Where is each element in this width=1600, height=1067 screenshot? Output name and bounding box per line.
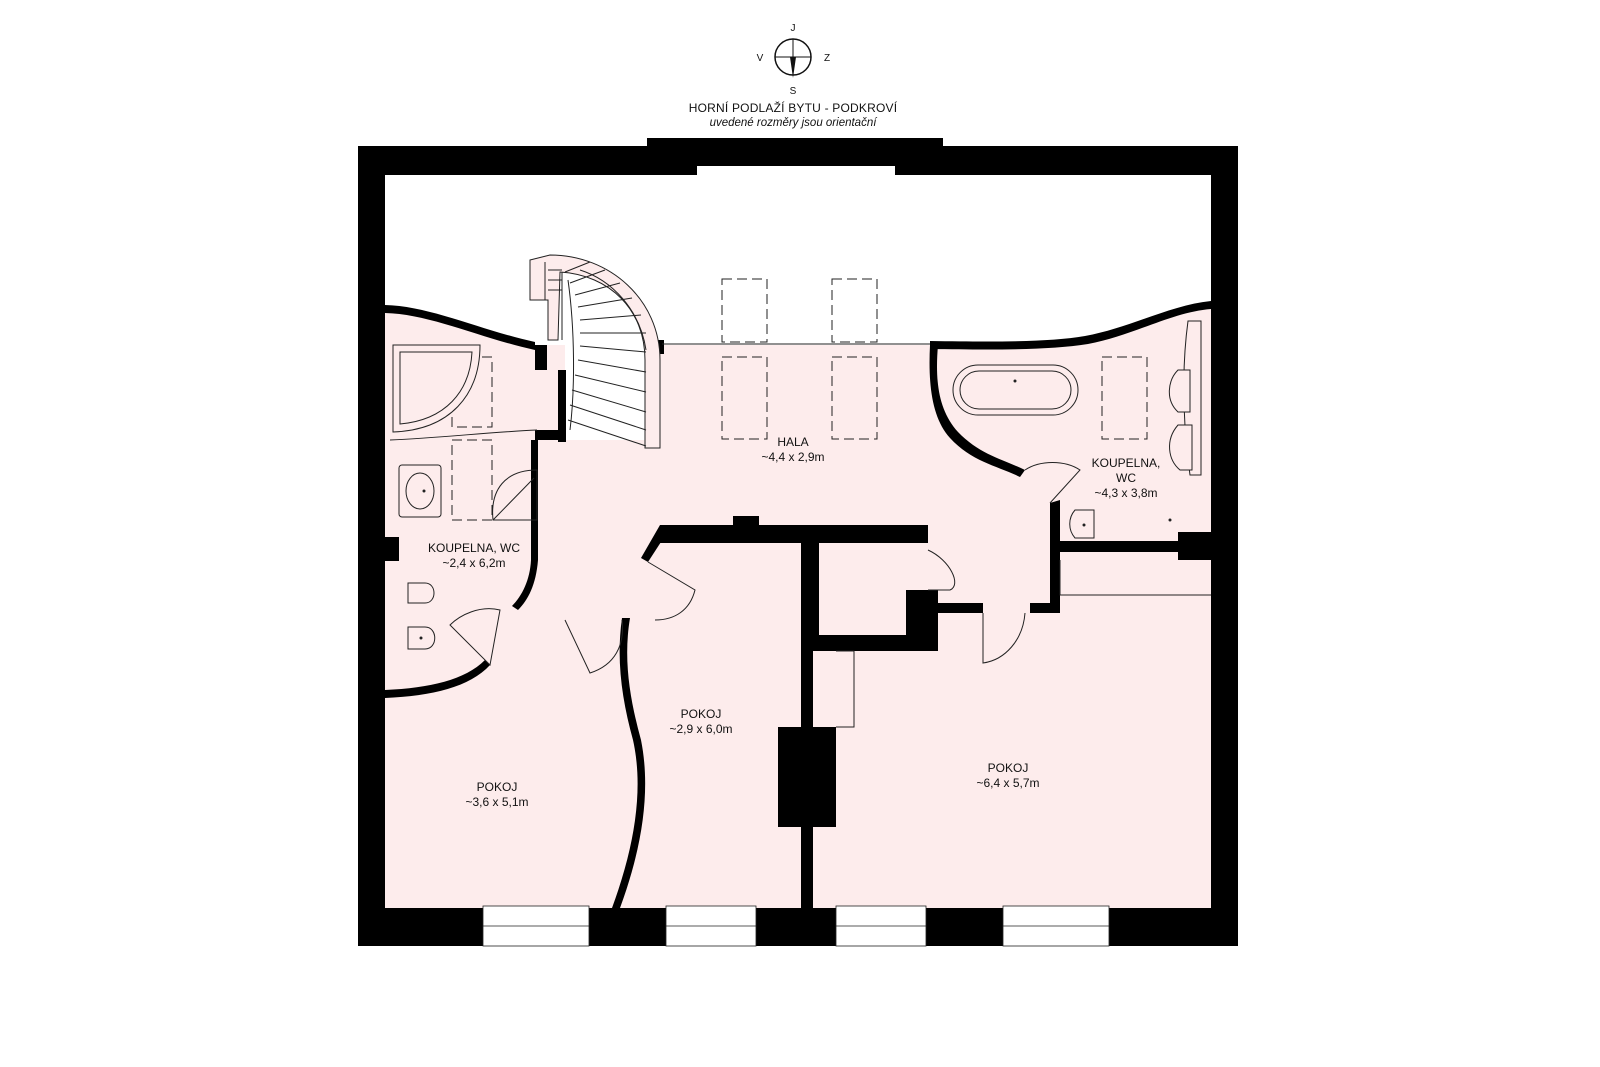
room-name-hala: HALA — [777, 435, 808, 449]
room-name-bath-right-2: WC — [1116, 471, 1136, 485]
room-name-pokoj-left: POKOJ — [477, 780, 518, 794]
room-size-pokoj-left: ~3,6 x 5,1m — [465, 795, 528, 809]
room-name-pokoj-middle: POKOJ — [681, 707, 722, 721]
room-name-pokoj-right: POKOJ — [988, 761, 1029, 775]
room-size-pokoj-right: ~6,4 x 5,7m — [976, 776, 1039, 790]
compass-south-label: S — [790, 86, 797, 97]
interior-walls — [385, 301, 1211, 911]
skylights — [451, 278, 1148, 521]
floor-area — [385, 306, 1211, 908]
compass-west-label: V — [757, 53, 764, 64]
spiral-staircase — [529, 254, 930, 449]
room-name-bath-left: KOUPELNA, WC — [428, 541, 520, 555]
room-size-hala: ~4,4 x 2,9m — [761, 450, 824, 464]
plan-title: HORNÍ PODLAŽÍ BYTU - PODKROVÍ — [689, 100, 898, 115]
plan-subtitle: uvedené rozměry jsou orientační — [710, 117, 879, 129]
room-size-bath-right: ~4,3 x 3,8m — [1094, 486, 1157, 500]
room-size-bath-left: ~2,4 x 6,2m — [442, 556, 505, 570]
room-size-pokoj-middle: ~2,9 x 6,0m — [669, 722, 732, 736]
compass-east-label: Z — [824, 53, 830, 64]
compass-north-label: J — [791, 23, 796, 34]
windows — [482, 905, 1110, 947]
right-bath-fixtures — [952, 320, 1202, 539]
room-name-bath-right-1: KOUPELNA, — [1092, 456, 1161, 470]
compass-icon — [774, 38, 812, 78]
left-bath-fixtures — [389, 344, 538, 650]
doors — [449, 462, 1211, 728]
